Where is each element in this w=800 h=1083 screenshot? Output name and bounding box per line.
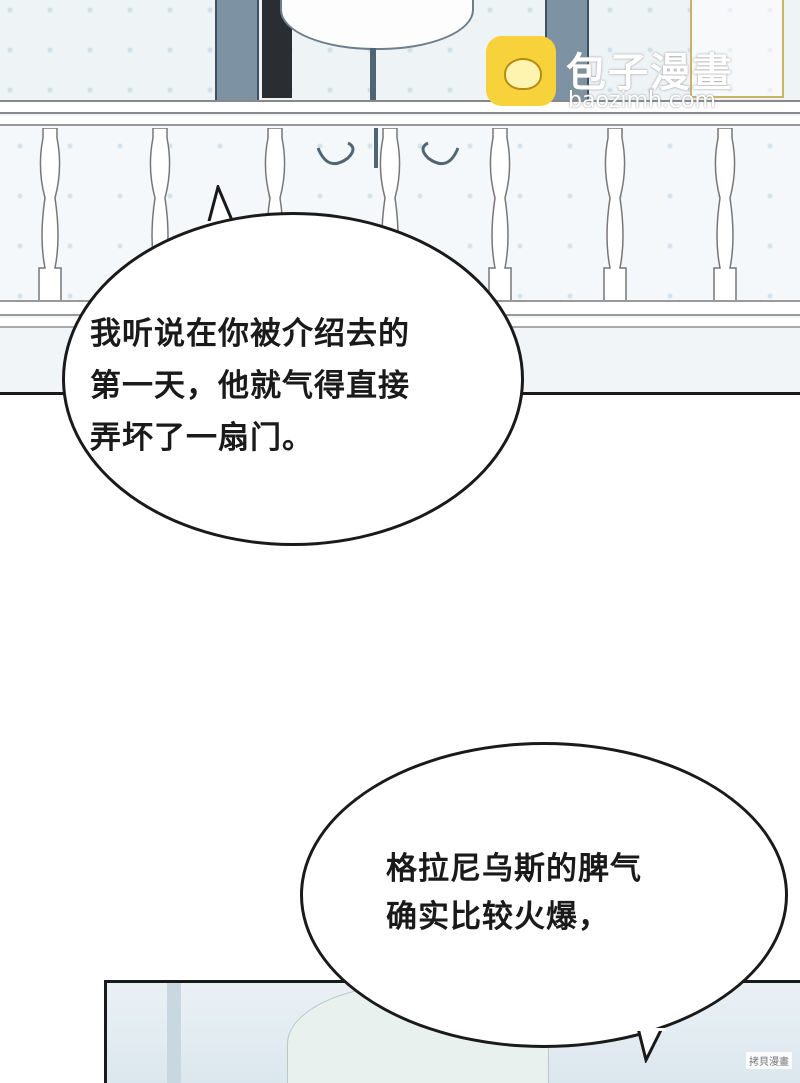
railing-top-rail (0, 116, 800, 126)
dialogue-line: 我听说在你被介绍去的 (90, 316, 410, 352)
watermark-site-name: 包子漫畫 (566, 50, 734, 96)
watermark-site-url: baozimh.com (568, 88, 716, 113)
bun-logo-icon (486, 36, 556, 106)
speech-bubble-2-text: 格拉尼乌斯的脾气 确实比较火爆， (386, 845, 642, 941)
speech-bubble-tail (636, 1028, 666, 1063)
tea-cart (690, 0, 784, 98)
baluster (488, 128, 512, 304)
dialogue-line: 确实比较火爆， (386, 899, 610, 935)
dialogue-line: 第一天，他就气得直接 (90, 368, 410, 404)
chair-left (215, 0, 259, 102)
speech-bubble-2 (300, 742, 788, 1048)
pillar (167, 983, 181, 1083)
dialogue-line: 弄坏了一扇门。 (90, 420, 314, 456)
dialogue-line: 格拉尼乌斯的脾气 (386, 851, 642, 887)
baluster (603, 128, 627, 304)
table-scroll-ornament (316, 128, 460, 168)
credit-watermark: 拷貝漫畫 (746, 1052, 792, 1069)
baluster (38, 128, 62, 304)
baluster (713, 128, 737, 304)
speech-bubble-1 (62, 212, 524, 546)
table-leg (370, 48, 376, 106)
speech-bubble-1-text: 我听说在你被介绍去的 第一天，他就气得直接 弄坏了一扇门。 (90, 308, 410, 464)
railing-top (0, 100, 800, 114)
